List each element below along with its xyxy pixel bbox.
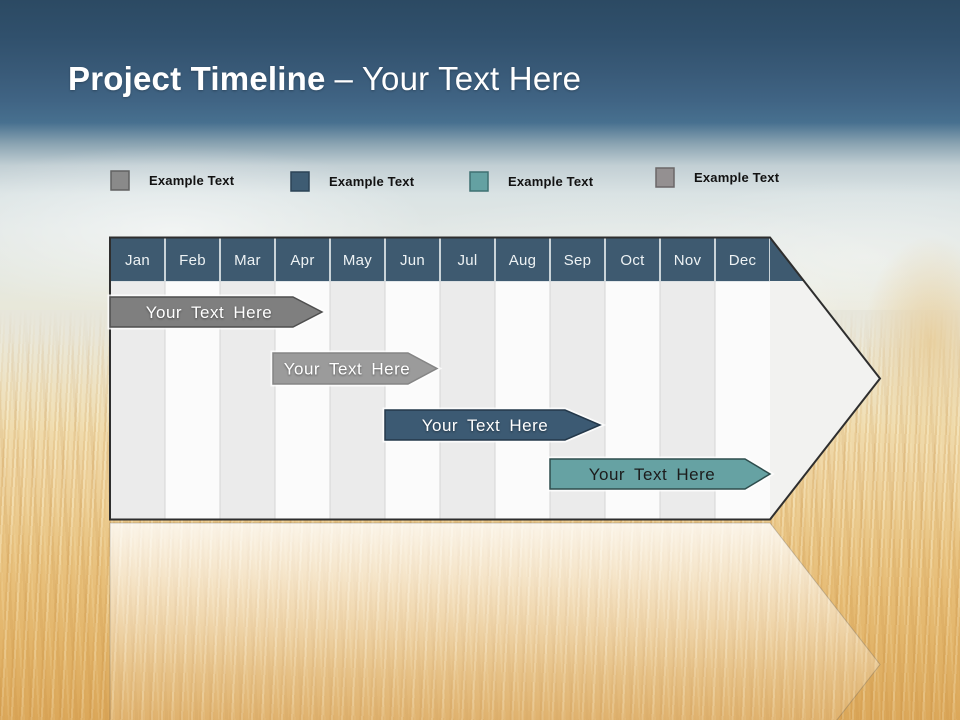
grid-column	[495, 281, 550, 520]
slide-title-bold: Project Timeline	[68, 60, 326, 97]
timeline-bar-4: Your Text Here	[547, 456, 775, 492]
legend-color-square	[110, 169, 130, 191]
month-label: Oct	[620, 252, 645, 269]
arrow-head	[770, 237, 880, 520]
slide-title: Project Timeline– Your Text Here	[68, 59, 581, 99]
legend-swatch-icon	[290, 170, 310, 192]
grid-lines	[164, 281, 716, 520]
bar-label: Your Text Here	[284, 360, 411, 379]
month-label: Apr	[290, 252, 314, 269]
grid-column	[330, 281, 385, 520]
month-header-band	[110, 237, 770, 282]
month-label: Jul	[457, 252, 477, 269]
bar-shape	[384, 409, 602, 441]
legend-item-2: Example Text	[290, 170, 415, 192]
legend-swatch-icon	[469, 170, 489, 192]
bar-label: Your Text Here	[589, 465, 716, 484]
month-label: Jun	[400, 252, 425, 269]
bar-label: Your Text Here	[422, 416, 549, 435]
month-label: May	[343, 252, 372, 269]
month-cell	[331, 238, 384, 281]
timeline-reflection	[109, 522, 881, 720]
month-cell	[276, 238, 329, 281]
legend-color-square	[655, 166, 675, 188]
month-cell	[716, 238, 769, 281]
legend-label: Example Text	[508, 173, 594, 189]
legend-label: Example Text	[149, 172, 235, 188]
month-label: Sep	[564, 252, 592, 269]
month-cell	[551, 238, 604, 281]
month-label: Feb	[179, 252, 206, 269]
legend-swatch-icon	[655, 166, 675, 188]
legend-item-1: Example Text	[110, 169, 235, 191]
month-cell	[166, 238, 219, 281]
month-cell	[661, 238, 714, 281]
big-arrow-outline	[109, 236, 882, 521]
legend-color-square	[469, 170, 489, 192]
legend-label: Example Text	[694, 169, 780, 185]
month-cell	[111, 238, 164, 281]
legend-item-3: Example Text	[469, 170, 594, 192]
month-label: Aug	[509, 252, 537, 269]
month-label: Nov	[674, 252, 702, 269]
month-label: Dec	[729, 252, 757, 269]
timeline-bar-1: Your Text Here	[107, 294, 328, 330]
month-cell	[441, 238, 494, 281]
slide-title-light: – Your Text Here	[334, 60, 582, 97]
bar-shape	[549, 458, 772, 490]
bar-label: Your Text Here	[146, 303, 273, 322]
month-labels: Jan Feb Mar Apr May Jun Jul Aug Sep Oct …	[125, 252, 757, 269]
legend-swatch-icon	[110, 169, 130, 191]
bar-shape	[109, 296, 324, 328]
grid-column	[385, 281, 440, 520]
month-label: Jan	[125, 252, 150, 269]
bar-shape	[272, 352, 439, 385]
month-label: Mar	[234, 252, 261, 269]
timeline-bar-3: Your Text Here	[382, 407, 607, 443]
legend-item-4: Example Text	[655, 166, 780, 188]
grid-column	[440, 281, 495, 520]
legend-label: Example Text	[329, 173, 415, 189]
month-cell	[496, 238, 549, 281]
month-cell	[386, 238, 439, 281]
month-cell	[606, 238, 659, 281]
timeline-bar-2: Your Text Here	[270, 350, 443, 387]
month-cell	[221, 238, 274, 281]
legend-color-square	[290, 170, 310, 192]
